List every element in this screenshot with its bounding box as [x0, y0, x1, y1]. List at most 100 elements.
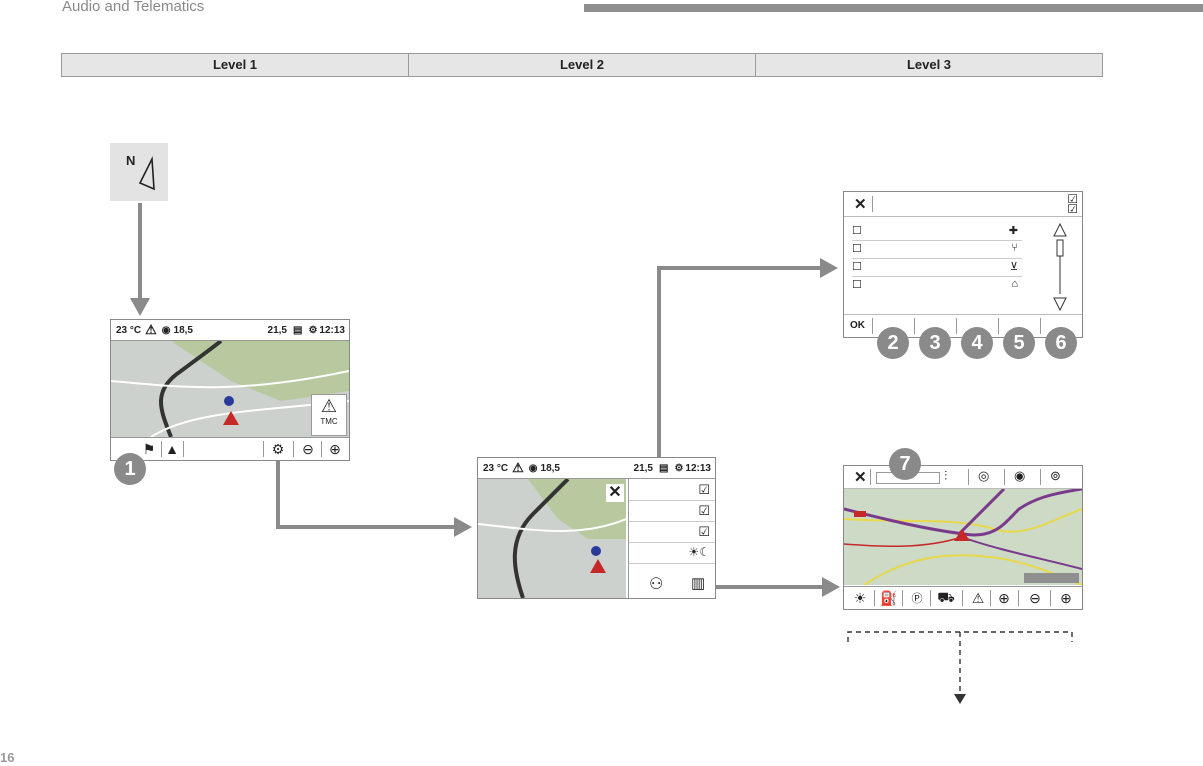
restaurant-icon: ⑂ [1011, 242, 1018, 254]
option-checkbox-2[interactable]: ☑ [629, 500, 715, 522]
separator [161, 441, 162, 457]
radio-icon: ◉ [528, 462, 538, 474]
map-graphic [844, 489, 1082, 585]
level-2-header: Level 2 [409, 54, 756, 76]
map-graphic [111, 341, 349, 437]
separator [263, 441, 264, 457]
day-night-icon[interactable]: ☀☾ [629, 542, 715, 564]
poi-row-3[interactable]: ☐⊻ [852, 260, 1022, 277]
zoom-out-icon[interactable]: ⊖ [1029, 589, 1041, 606]
weather-icon[interactable]: ☀ [853, 589, 867, 606]
header-bar [584, 4, 1203, 12]
close-icon[interactable]: ✕ [606, 484, 624, 502]
separator [956, 318, 957, 334]
arrow-right-icon [820, 258, 838, 278]
separator [183, 441, 184, 457]
level-header-table: Level 1 Level 2 Level 3 [61, 53, 1103, 77]
tmc-button[interactable]: ⚠ TMC [311, 394, 347, 436]
map-view-icon[interactable]: ▥ [691, 575, 706, 592]
warning-icon[interactable]: ⚠ [971, 589, 985, 606]
map-graphic [478, 479, 626, 598]
temperature: 23 °C [116, 324, 142, 336]
poi-row-4[interactable]: ☐⌂ [852, 278, 1022, 294]
select-all-icon[interactable]: ☑☑ [1067, 192, 1078, 216]
poi-row-2[interactable]: ☐⑂ [852, 242, 1022, 259]
poi-categories-icon[interactable]: ⚇ [649, 576, 664, 593]
separator [1040, 469, 1041, 485]
traffic-light-icon[interactable]: ⫶ [944, 468, 948, 483]
checkbox-icon[interactable]: ☐ [852, 243, 862, 255]
level2-map-menu-screen: 23 °C ⚠ ◉ 18,5 21,5 ▤ ⚙ 12:13 ✕ ☑ ☑ ☑ ☀☾… [477, 457, 716, 599]
map-view[interactable] [478, 479, 626, 598]
radio-icon: ◉ [161, 324, 171, 336]
zoom-in-icon[interactable]: ⊕ [1060, 589, 1072, 606]
checkbox-icon[interactable]: ☐ [852, 225, 862, 237]
map-view[interactable] [844, 489, 1082, 585]
ok-button[interactable]: OK [850, 320, 865, 331]
callout-badge-4: 4 [961, 327, 993, 359]
scrollbar[interactable] [1050, 222, 1070, 312]
checkbox-icon[interactable]: ☐ [852, 279, 862, 291]
warning-icon: ⚠ [512, 460, 524, 475]
close-icon[interactable]: ✕ [854, 196, 867, 213]
vehicle-icon[interactable]: ◎ [978, 468, 990, 483]
arrow-down-icon [130, 298, 150, 316]
page-number: 16 [0, 750, 15, 765]
separator [1004, 469, 1005, 485]
separator [1018, 590, 1019, 606]
separator [874, 590, 875, 606]
option-checkbox-3[interactable]: ☑ [629, 521, 715, 543]
status-left-value: 18,5 [173, 324, 193, 336]
zoom-in-icon[interactable]: ⊕ [329, 440, 341, 457]
separator [1050, 590, 1051, 606]
close-icon[interactable]: ✕ [854, 469, 867, 486]
arrow-right-icon [822, 577, 840, 597]
temperature: 23 °C [483, 462, 509, 474]
separator [968, 469, 969, 485]
navigation-button[interactable]: N [110, 143, 168, 201]
callout-badge-3: 3 [919, 327, 951, 359]
map-settings-icon[interactable]: ⚙ [271, 440, 285, 457]
connector-screen2-to-poi-list [657, 266, 821, 270]
status-right-value: 21,5 [267, 324, 287, 336]
separator [872, 318, 873, 334]
hospital-icon: ✚ [1008, 225, 1018, 237]
level1-map-screen: 23 °C ⚠ ◉ 18,5 21,5 ▤ ⚙ 12:13 ⚠ TMC ⚑ ▲ … [110, 319, 350, 461]
car-garage-icon[interactable]: ⛟ [937, 588, 955, 605]
status-bar: 23 °C ⚠ ◉ 18,5 21,5 ▤ ⚙ 12:13 [111, 320, 349, 341]
arrow-right-icon [454, 517, 472, 537]
map-view[interactable]: ⚠ TMC [111, 341, 349, 437]
connector-screen2-up [657, 266, 661, 586]
separator [998, 318, 999, 334]
callout-badge-7: 7 [889, 448, 921, 480]
map-detail-screen: ✕ ⫶ ◎ ◉ ⊚ ☀ ⛽ Ⓟ ⛟ ⚠ [843, 465, 1083, 610]
checkbox-icon[interactable]: ☐ [852, 261, 862, 273]
clock: 12:13 [685, 462, 711, 474]
map-detail-toolbar: ☀ ⛽ Ⓟ ⛟ ⚠ ⊕ ⊖ ⊕ [844, 586, 1082, 609]
north-arrow-icon[interactable]: ▲ [165, 441, 179, 457]
clock: 12:13 [319, 324, 345, 336]
callout-badge-2: 2 [877, 327, 909, 359]
status-right-value: 21,5 [633, 462, 653, 474]
poi-footer: OK [844, 314, 1082, 337]
warning-icon: ⚠ [145, 322, 157, 337]
fuel-station-icon[interactable]: ⛽ [880, 589, 898, 606]
poi-row-1[interactable]: ☐✚ [852, 224, 1022, 241]
separator [962, 590, 963, 606]
option-checkbox-1[interactable]: ☑ [629, 479, 715, 501]
connector-nav-to-screen1 [138, 203, 142, 303]
separator [870, 469, 871, 485]
scale-icon[interactable]: ⊚ [1050, 468, 1061, 483]
status-left-value: 18,5 [540, 462, 560, 474]
separator [293, 441, 294, 457]
level-3-header: Level 3 [906, 57, 952, 72]
direction-icon[interactable]: ◉ [1014, 468, 1026, 483]
separator [930, 590, 931, 606]
status-bar: 23 °C ⚠ ◉ 18,5 21,5 ▤ ⚙ 12:13 [478, 458, 715, 479]
separator [914, 318, 915, 334]
add-icon[interactable]: ⊕ [998, 589, 1010, 606]
destination-flag-icon[interactable]: ⚑ [142, 440, 156, 457]
zoom-out-icon[interactable]: ⊖ [302, 440, 314, 457]
parking-icon[interactable]: Ⓟ [911, 593, 923, 605]
map-options-menu: ☑ ☑ ☑ ☀☾ ⚇ ▥ [628, 479, 715, 598]
